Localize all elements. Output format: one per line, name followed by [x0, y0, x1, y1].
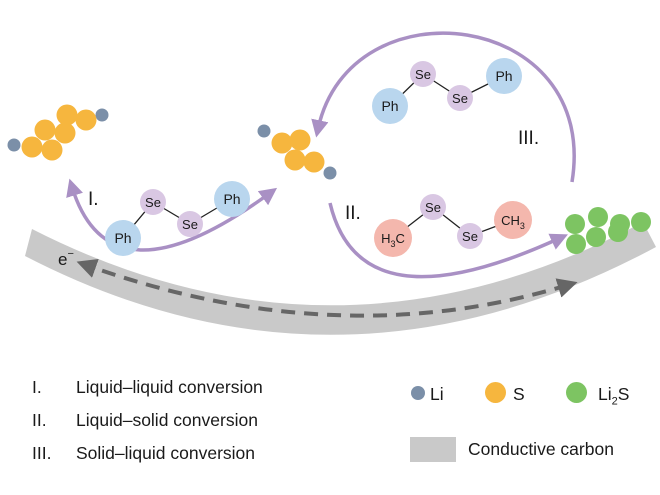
diphenyl-diselenide-molecule-1: Ph Se Se Ph [105, 181, 250, 256]
legend-step-1: I. Liquid–liquid conversion [32, 377, 263, 398]
li-legend-swatch [411, 386, 425, 400]
step-2-arrow [328, 202, 568, 279]
step-3-label: III. [518, 128, 539, 149]
step-3-arrow [311, 31, 576, 183]
svg-text:Se: Se [145, 195, 161, 210]
electron-label: e− [58, 248, 74, 269]
legend-step-3: III. Solid–liquid conversion [32, 443, 255, 464]
svg-text:Se: Se [452, 91, 468, 106]
li-legend-label: Li [430, 384, 444, 404]
svg-text:Ph: Ph [495, 68, 512, 84]
legend-step-2-num: II. [32, 410, 47, 430]
svg-text:H3C: H3C [381, 231, 405, 249]
diphenyl-diselenide-molecule-2: Ph Se Se Ph [372, 58, 522, 124]
svg-text:Ph: Ph [114, 230, 131, 246]
carbon-legend-label: Conductive carbon [468, 439, 614, 459]
legend-step-2: II. Liquid–solid conversion [32, 410, 258, 431]
electron-transfer-arrow [76, 258, 578, 318]
carbon-legend-swatch [410, 437, 456, 462]
svg-text:Se: Se [182, 217, 198, 232]
li2s-cluster [565, 207, 651, 254]
conductive-carbon-band [25, 222, 656, 335]
step-2-label: II. [345, 203, 361, 224]
polysulfide-cluster-middle [257, 124, 337, 180]
s-legend-swatch [485, 382, 506, 403]
legend-step-3-text: Solid–liquid conversion [76, 443, 255, 463]
dimethyl-diselenide-molecule: H3C Se Se CH3 [374, 194, 532, 257]
svg-text:Se: Se [462, 229, 478, 244]
li2s-legend-label: Li2S [598, 384, 630, 408]
svg-text:Ph: Ph [381, 98, 398, 114]
svg-text:CH3: CH3 [501, 213, 525, 231]
svg-text:Se: Se [415, 67, 431, 82]
legend-step-3-num: III. [32, 443, 52, 463]
step-1-arrow [66, 178, 278, 252]
legend-step-1-text: Liquid–liquid conversion [76, 377, 263, 397]
svg-text:Se: Se [425, 200, 441, 215]
step-1-label: I. [88, 189, 99, 210]
svg-text:Ph: Ph [223, 191, 240, 207]
polysulfide-cluster-left [7, 104, 109, 161]
li2s-legend-swatch [566, 382, 587, 403]
legend-step-2-text: Liquid–solid conversion [76, 410, 258, 430]
legend-step-1-num: I. [32, 377, 42, 397]
s-legend-label: S [513, 384, 525, 404]
